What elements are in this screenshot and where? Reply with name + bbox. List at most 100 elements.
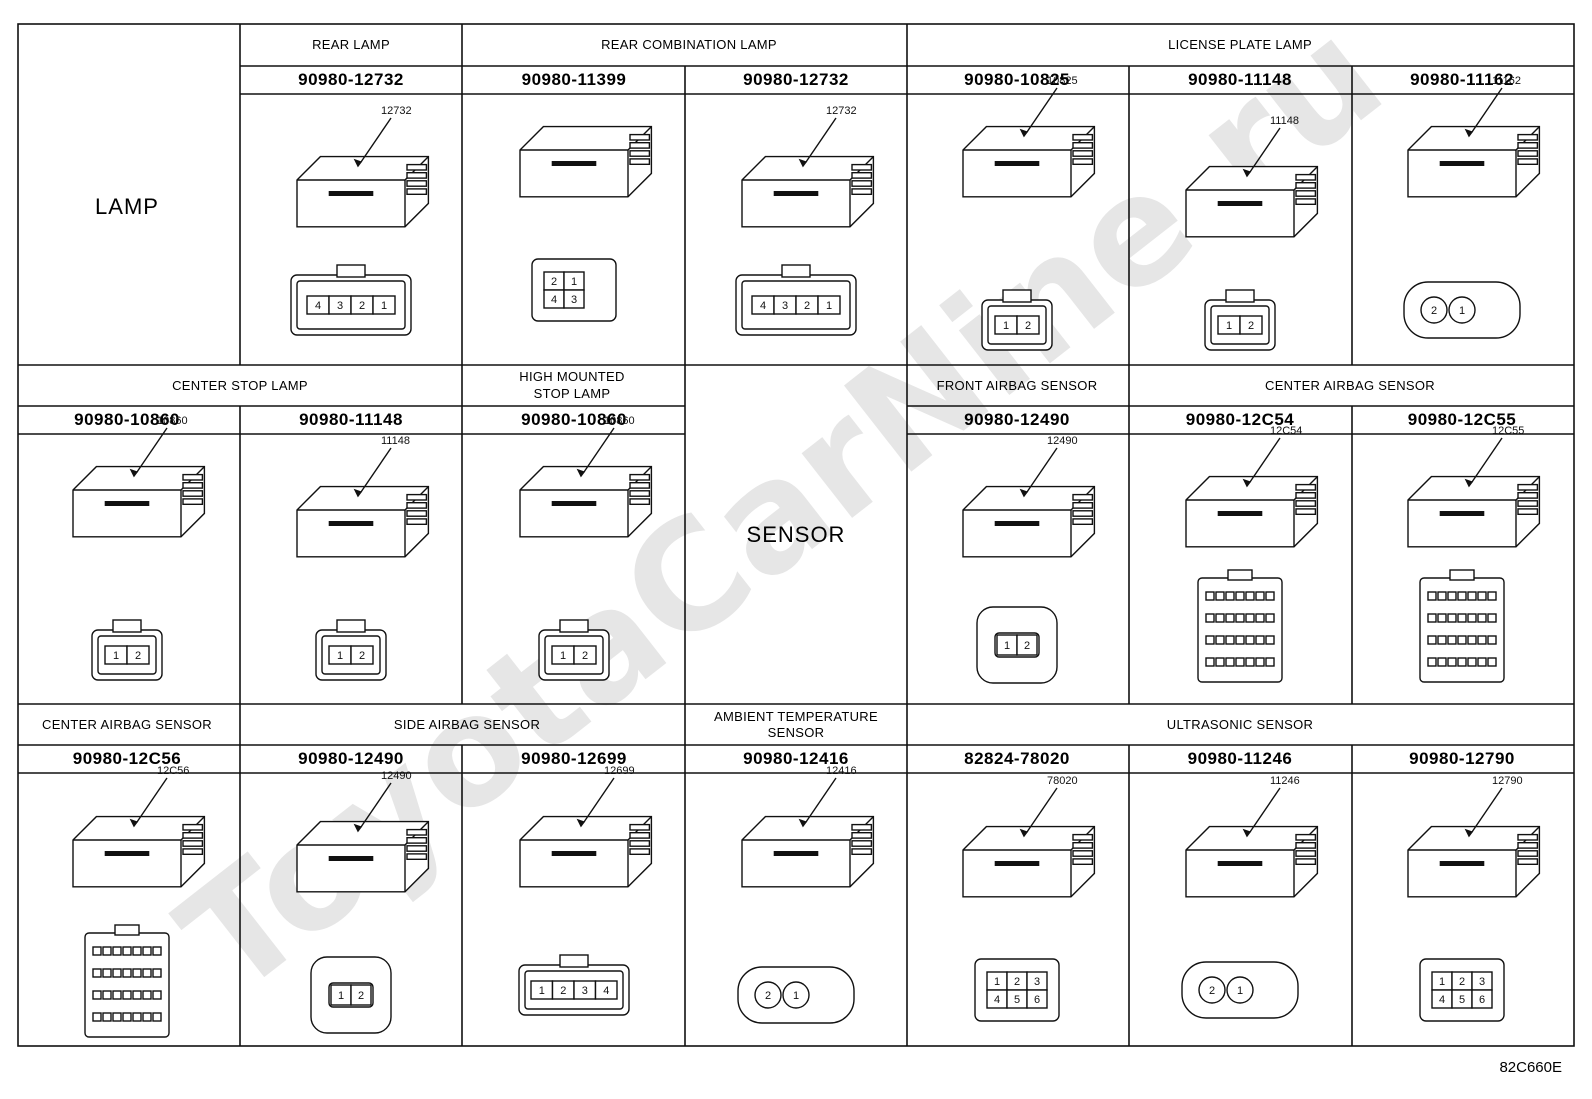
connector-r2c5-pin-cell [1245,635,1255,645]
connector-r3c4-terminal [1072,850,1094,857]
connector-r3c0-pin-cell [112,968,122,978]
connector-r1c4-pin-cell [1016,315,1040,335]
connector-r2c5-pin-cell [1235,613,1245,623]
connector-r1c5-tag-label: 11148 [1270,115,1299,127]
connector-r3c0-pin-cell [152,968,162,978]
part-number-r2c4: 90980-12490 [964,410,1070,429]
part-number-r3c6: 90980-12790 [1409,749,1515,768]
connector-r2c6: 12C55 [1407,425,1541,683]
connector-r2c6-pin-cell [1447,613,1457,623]
part-number-r2c0: 90980-10860 [74,410,180,429]
connector-r3c6-pin-label: 3 [1479,976,1485,988]
part-number-r1c1: 90980-12732 [298,70,404,89]
connector-r3c3-pin-circle [754,981,782,1009]
connector-r3c6-pin-label: 6 [1479,994,1485,1006]
connector-r1c1-terminal [406,180,428,187]
connector-r2c1-terminal [406,518,428,526]
table-border [17,23,1575,1047]
connector-r1c1-leader-arrow [353,158,363,168]
connector-r2c2-leader-arrow [576,468,586,478]
connector-r1c1-terminal [406,188,428,195]
part-number-r1c2: 90980-11399 [522,70,627,89]
connector-r1c5-lock-tab [1225,289,1255,303]
connector-r3c5-pin-circle [1226,976,1254,1004]
connector-r1c3-tag-label: 12732 [826,105,857,117]
connector-r2c2-marker [551,501,597,507]
header-side-airbag-sensor: SIDE AIRBAG SENSOR [394,717,540,732]
connector-r3c2-tag-label: 12699 [604,765,635,777]
connector-r1c5-leader-arrow [1242,168,1252,178]
connector-r1c3-pin-label: 2 [804,300,810,312]
connector-r3c1-leader-arrow [353,823,363,833]
connector-r1c3-terminal [851,188,873,195]
connector-r2c5-terminal [1295,508,1317,515]
sensor-section-label: SENSOR [747,522,846,547]
connector-r3c5-terminal [1295,833,1317,841]
connector-r2c4-terminal [1072,510,1094,517]
connector-r3c4-marker [994,861,1040,867]
connector-r3c4-pin-label: 6 [1034,994,1040,1006]
connector-r3c0-pin-cell [132,946,142,956]
connector-r3c2-terminal [629,840,651,847]
connector-r2c6-pin-cell [1477,657,1487,667]
connector-r2c2-leader-line [583,427,615,473]
connector-r2c2-terminal [629,482,651,489]
connector-r3c0-pin-cell [132,990,142,1000]
connector-r2c6-pin-cell [1447,591,1457,601]
connector-r2c1-tag-label: 11148 [381,435,410,447]
connector-r2c0-marker [104,501,150,507]
connector-r2c4-pin-label: 2 [1024,640,1030,652]
connector-r2c5-terminal [1295,500,1317,507]
connector-r2c6-pin-cell [1467,613,1477,623]
connector-r1c2-terminal [629,158,651,165]
connector-r3c6-terminal [1517,833,1539,841]
connector-r3c5-leader-line [1249,787,1281,833]
connector-r2c6-lock-tab [1449,569,1475,581]
connector-r3c0-pin-cell [142,1012,152,1022]
connector-r3c4-pin-label: 3 [1034,976,1040,988]
connector-r2c5-pin-cell [1245,613,1255,623]
connector-r3c4-pin-label: 2 [1014,976,1020,988]
connector-r2c6-pin-cell [1447,657,1457,667]
connector-r3c2-pin-label: 2 [560,985,566,997]
part-number-r2c5: 90980-12C54 [1186,410,1295,429]
connector-r2c6-pin-cell [1427,657,1437,667]
part-number-r2c2: 90980-10860 [521,410,627,429]
connector-r1c2-terminal [629,133,651,141]
header-rear-lamp: REAR LAMP [312,37,390,52]
connector-r3c2-pin-label: 4 [603,985,609,997]
connector-r1c6-terminal [1517,133,1539,141]
connector-r3c5-pin-label: 2 [1209,985,1215,997]
table-labels: LAMP SENSOR REAR LAMP REAR COMBINATION L… [42,37,1562,1076]
header-ultrasonic-sensor: ULTRASONIC SENSOR [1167,717,1313,732]
connector-r1c6-pin-circle [1420,296,1448,324]
connector-r2c6-pin-cell [1427,591,1437,601]
connector-r3c5-terminal [1295,842,1317,849]
connector-r2c6-pin-cell [1427,613,1437,623]
connector-r2c6-pin-cell [1457,591,1467,601]
connector-r2c5-pin-cell [1215,591,1225,601]
connector-r3c5-tag-label: 11246 [1270,775,1300,787]
connector-r1c3-pin-label: 4 [760,300,766,312]
connector-r1c3-pin-label: 3 [782,300,788,312]
connector-r3c0-pin-cell [92,1012,102,1022]
connector-r1c6-marker [1439,160,1485,166]
connector-r3c6-pin-label: 5 [1459,994,1465,1006]
header-rear-combination-lamp: REAR COMBINATION LAMP [601,37,777,52]
connector-r1c6-terminal [1517,150,1539,157]
part-number-r3c3: 90980-12416 [743,749,849,768]
connector-r3c4-leader-arrow [1019,828,1029,838]
connector-r2c2-pin-cell [573,645,597,665]
connector-r2c5-pin-cell [1245,591,1255,601]
connector-r2c5-pin-cell [1265,613,1275,623]
connector-r3c0-pin-cell [92,946,102,956]
part-number-r1c6: 90980-11162 [1410,70,1514,89]
connector-r2c6-pin-cell [1487,613,1497,623]
connector-r2c5-pin-cell [1245,657,1255,667]
part-number-r3c4: 82824-78020 [964,749,1070,768]
